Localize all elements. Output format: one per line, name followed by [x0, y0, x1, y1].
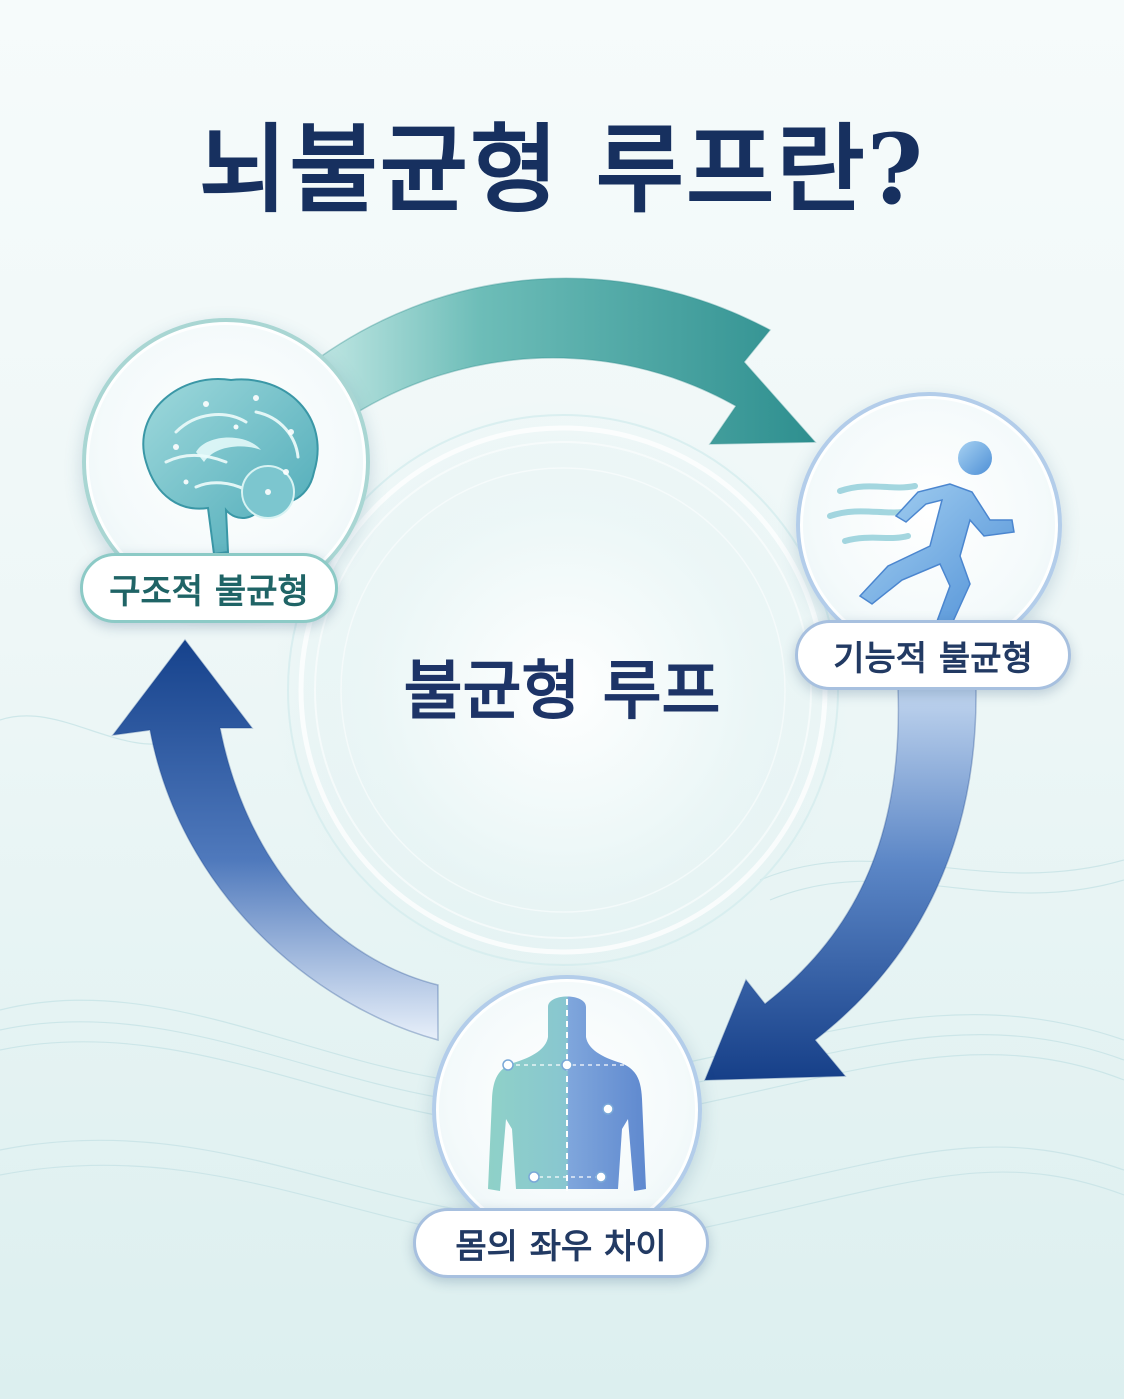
node-body-asymmetry: [432, 975, 702, 1245]
center-loop-label: 불균형 루프: [403, 655, 721, 729]
brain-icon: [142, 377, 319, 556]
center-glow: [273, 400, 853, 980]
label-body-asymmetry: 몸의 좌우 차이: [413, 1208, 709, 1278]
running-person-icon: [827, 441, 1015, 629]
arrow-structural-to-functional: [298, 277, 817, 445]
node-functional-imbalance: [796, 392, 1062, 658]
label-structural-imbalance: 구조적 불균형: [80, 553, 338, 623]
page-title: 뇌불균형 루프란?: [199, 113, 925, 226]
human-torso-icon: [488, 996, 646, 1191]
arrow-functional-to-body: [703, 687, 977, 1081]
arrow-body-to-structural: [111, 638, 439, 1041]
label-functional-imbalance: 기능적 불균형: [795, 620, 1071, 690]
